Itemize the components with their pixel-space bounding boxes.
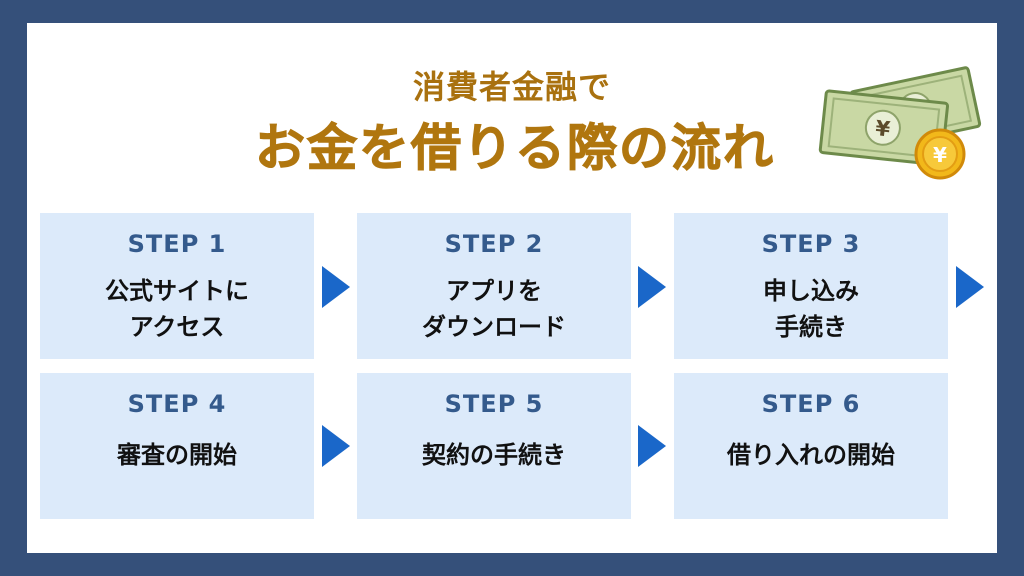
step-2-text: アプリを ダウンロード xyxy=(422,277,566,341)
subtitle: 消費者金融で xyxy=(412,68,611,106)
step-3-label: STEP 3 xyxy=(761,230,861,258)
step-6-label: STEP 6 xyxy=(761,390,861,418)
step-5-box: STEP 5 契約の手続き xyxy=(357,373,631,519)
step-2-box: STEP 2 アプリを ダウンロード xyxy=(357,213,631,359)
svg-text:¥: ¥ xyxy=(874,116,891,141)
step-1-label: STEP 1 xyxy=(127,230,227,258)
arrow-right-icon xyxy=(638,266,666,308)
arrow-right-icon xyxy=(638,425,666,467)
step-6-text: 借り入れの開始 xyxy=(727,441,895,469)
step-5-text: 契約の手続き xyxy=(422,441,566,469)
step-1-text: 公式サイトに アクセス xyxy=(105,277,249,341)
step-4-text: 審査の開始 xyxy=(117,441,237,469)
step-4-label: STEP 4 xyxy=(127,390,227,418)
step-4-box: STEP 4 審査の開始 xyxy=(40,373,314,519)
arrow-right-icon xyxy=(322,425,350,467)
page-title: お金を借りる際の流れ xyxy=(255,119,775,178)
step-1-box: STEP 1 公式サイトに アクセス xyxy=(40,213,314,359)
yen-money-icon: ¥ ¥ ¥ xyxy=(818,66,982,180)
step-6-box: STEP 6 借り入れの開始 xyxy=(674,373,948,519)
step-2-label: STEP 2 xyxy=(444,230,544,258)
arrow-right-icon xyxy=(956,266,984,308)
step-3-text: 申し込み 手続き xyxy=(763,277,859,341)
arrow-right-icon xyxy=(322,266,350,308)
svg-text:¥: ¥ xyxy=(933,143,947,167)
step-5-label: STEP 5 xyxy=(444,390,544,418)
step-3-box: STEP 3 申し込み 手続き xyxy=(674,213,948,359)
